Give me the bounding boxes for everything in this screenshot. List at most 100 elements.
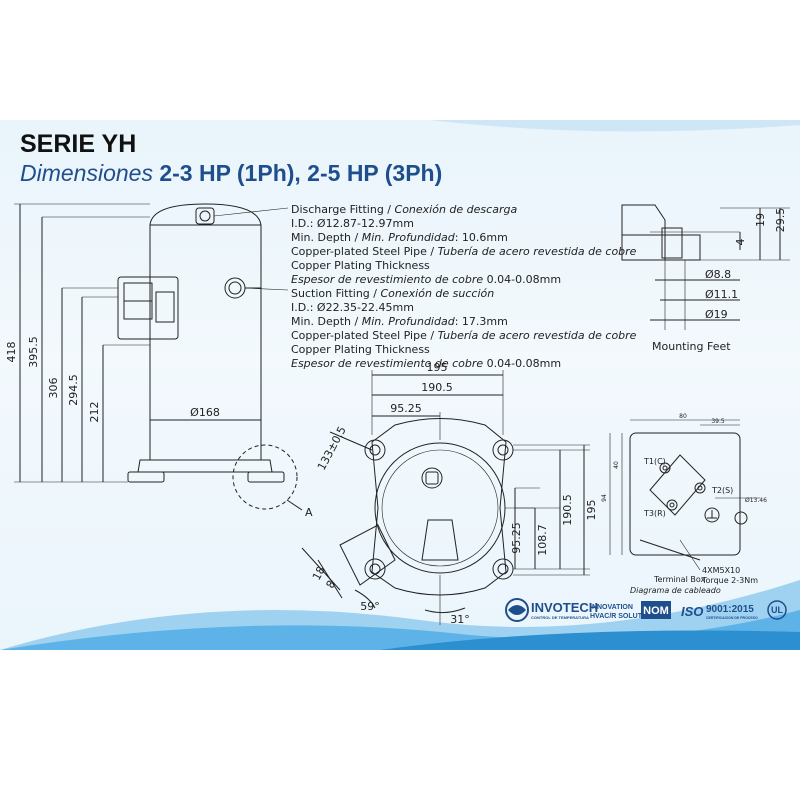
wave-bottom-3	[380, 630, 800, 650]
height-306: 306	[47, 378, 60, 399]
tb-dim-13: Ø13.46	[745, 497, 767, 504]
tb-torque: Torque 2-3Nm	[701, 576, 758, 585]
feet-dim-11-1: Ø11.1	[705, 288, 738, 301]
discharge-id: I.D.: Ø12.87-12.97mm	[291, 217, 414, 230]
nom-text: NOM	[643, 605, 669, 617]
tb-dim-39: 39.5	[711, 418, 725, 425]
technical-drawing: 418 395.5 306 294.5 212 Ø168 A 195 190.5…	[0, 120, 800, 650]
suction-plating: Copper Plating Thickness	[291, 343, 430, 356]
subtitle: Dimensiones 2-3 HP (1Ph), 2-5 HP (3Ph)	[20, 160, 442, 187]
suction-pipe-es: Tubería de acero revestida de cobre	[437, 329, 637, 342]
feet-dim-8-8: Ø8.8	[705, 268, 731, 281]
suction-depth-label-es: Min. Profundidad	[361, 315, 455, 328]
suction-heading: Suction Fitting / Conexión de succión	[291, 287, 495, 300]
height-294: 294.5	[67, 374, 80, 406]
tb-dim-40: 40	[613, 461, 620, 469]
terminal-box-detail	[609, 419, 760, 571]
height-95: 95.25	[510, 522, 523, 554]
suction-heading-es: Conexión de succión	[380, 287, 495, 300]
nom-logo: NOM	[641, 601, 671, 619]
invotech-tag: CONTROL DE TEMPERATURA	[531, 615, 589, 620]
side-dimension-texts: 418 395.5 306 294.5 212 Ø168 A	[5, 336, 313, 519]
feet-dim-4: 4	[734, 239, 747, 246]
mounting-feet-label: Mounting Feet	[652, 340, 731, 353]
suction-plating-es-line: Espesor de revestimiento de cobre 0.04-0…	[291, 357, 636, 371]
invotech-logo: INVOTECH CONTROL DE TEMPERATURA INNOVATI…	[505, 598, 654, 622]
iso-sub: CERTIFICACION DE PROCESO	[706, 616, 758, 620]
feet-dim-19: 19	[754, 213, 767, 227]
mounting-feet-texts: 19 29.5 4 Ø8.8 Ø11.1 Ø19 Mounting Feet	[652, 208, 787, 353]
discharge-heading-en: Discharge Fitting	[291, 203, 384, 216]
discharge-pipe-en: Copper-plated Steel Pipe	[291, 245, 427, 258]
suction-depth-value: : 17.3mm	[454, 315, 508, 328]
ul-logo: UL	[767, 600, 787, 620]
mount-distance: 133±0.5	[315, 424, 349, 472]
iso-logo: ISO 9001:2015 CERTIFICACION DE PROCESO	[681, 604, 758, 620]
tb-dim-94: 94	[601, 494, 608, 502]
spec-text-block: Discharge Fitting / Conexión de descarga…	[291, 203, 636, 371]
terminal-t2: T2(S)	[711, 486, 733, 495]
subtitle-rest: 2-3 HP (1Ph), 2-5 HP (3Ph)	[159, 160, 443, 186]
suction-depth: Min. Depth / Min. Profundidad: 17.3mm	[291, 315, 508, 328]
feet-dim-29: 29.5	[774, 208, 787, 233]
subtitle-prefix: Dimensiones	[20, 160, 153, 186]
height-195: 195	[585, 500, 598, 521]
width-190: 190.5	[421, 381, 453, 394]
tb-screw: 4XM5X10	[702, 566, 740, 575]
height-418: 418	[5, 342, 18, 363]
suction-plating-value: 0.04-0.08mm	[483, 357, 562, 370]
discharge-depth-value: : 10.6mm	[454, 231, 508, 244]
suction-heading-en: Suction Fitting	[291, 287, 370, 300]
discharge-plating: Copper Plating Thickness	[291, 259, 430, 272]
terminal-t3: T3(R)	[643, 509, 666, 518]
footer-logos: INVOTECH CONTROL DE TEMPERATURA INNOVATI…	[505, 598, 787, 622]
suction-plating-es: Espesor de revestimiento de cobre	[291, 357, 484, 370]
height-108: 108.7	[536, 524, 549, 556]
invotech-tagline-1: INNOVATION	[590, 604, 633, 611]
width-195: 195	[427, 361, 448, 374]
discharge-pipe: Copper-plated Steel Pipe / Tubería de ac…	[291, 245, 637, 258]
iso-std: 9001:2015	[706, 604, 754, 615]
compressor-top-view	[301, 370, 590, 625]
height-212: 212	[88, 402, 101, 423]
top-dimension-texts: 195 190.5 95.25 190.5 195 95.25 108.7 13…	[310, 361, 598, 626]
tb-title-es: Diagrama de cableado	[630, 586, 721, 595]
mounting-feet-detail	[621, 204, 790, 330]
height-395: 395.5	[27, 336, 40, 368]
tb-dim-80: 80	[679, 413, 687, 420]
discharge-heading-es: Conexión de descarga	[394, 203, 518, 216]
diameter-168: Ø168	[190, 406, 220, 419]
height-190: 190.5	[561, 494, 574, 526]
suction-depth-label: Min. Depth	[291, 315, 352, 328]
discharge-heading: Discharge Fitting / Conexión de descarga	[291, 203, 518, 216]
tb-title: Terminal Box	[653, 575, 705, 584]
discharge-depth-label: Min. Depth	[291, 231, 352, 244]
side-dimension-lines	[14, 203, 261, 483]
discharge-depth: Min. Depth / Min. Profundidad: 10.6mm	[291, 231, 508, 244]
leader-lines	[213, 207, 289, 291]
feet-dim-19-dia: Ø19	[705, 308, 728, 321]
angle-31: 31°	[450, 613, 470, 626]
discharge-plating-es-line: Espesor de revestimiento de cobre 0.04-0…	[291, 273, 636, 287]
series-title: SERIE YH	[20, 130, 137, 158]
foot-dim-18: 18	[310, 564, 328, 582]
width-95: 95.25	[390, 402, 422, 415]
invotech-tagline-2: HVAC/R SOLUTION	[590, 613, 654, 620]
suction-pipe: Copper-plated Steel Pipe / Tubería de ac…	[291, 329, 637, 342]
ul-text: UL	[771, 605, 783, 615]
invotech-brand: INVOTECH	[531, 600, 598, 615]
terminal-box-texts: 80 39.5 40 94 Ø13.46 T1(C) T2(S) T3(R) 4…	[601, 413, 767, 595]
angle-59: 59°	[360, 600, 380, 613]
suction-pipe-en: Copper-plated Steel Pipe	[291, 329, 427, 342]
discharge-plating-es: Espesor de revestimiento de cobre	[291, 273, 484, 286]
wave-top-right	[430, 120, 800, 132]
iso-text: ISO	[681, 604, 703, 619]
discharge-depth-label-es: Min. Profundidad	[361, 231, 455, 244]
suction-id: I.D.: Ø22.35-22.45mm	[291, 301, 414, 314]
compressor-side-view	[117, 203, 303, 511]
terminal-t1: T1(C)	[643, 457, 666, 466]
discharge-plating-value: 0.04-0.08mm	[483, 273, 562, 286]
drawing-sheet: 418 395.5 306 294.5 212 Ø168 A 195 190.5…	[0, 120, 800, 650]
detail-marker-a: A	[305, 506, 313, 519]
discharge-pipe-es: Tubería de acero revestida de cobre	[437, 245, 637, 258]
